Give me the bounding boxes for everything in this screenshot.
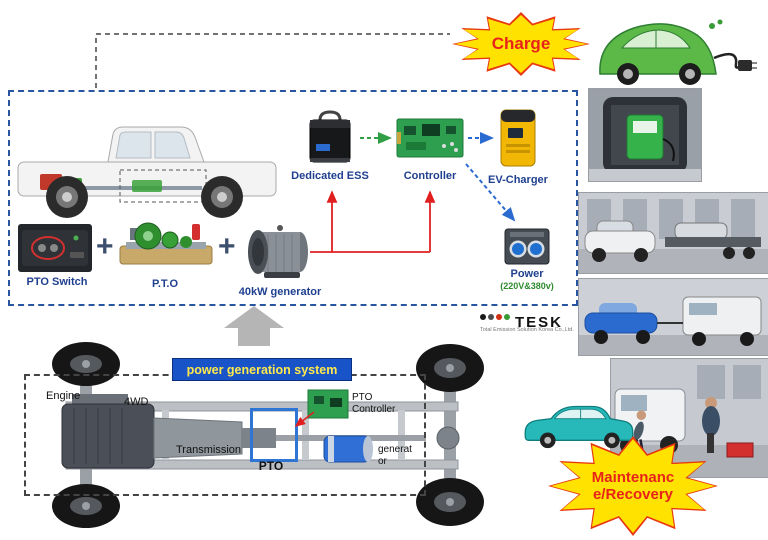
plug-icon bbox=[738, 60, 752, 71]
maintenance-burst-line2: e/Recovery bbox=[592, 486, 674, 503]
controller-pcb-image bbox=[396, 118, 464, 158]
up-block-arrow bbox=[224, 306, 284, 346]
pto-controller-label-line2: Controller bbox=[352, 404, 396, 415]
controller-label: Controller bbox=[403, 170, 457, 182]
generator-chassis-label-line1: generat bbox=[378, 444, 412, 455]
dashed-connector-to-charge bbox=[95, 33, 450, 88]
power-system-diagram-box bbox=[8, 90, 578, 306]
green-ev-car-illustration bbox=[599, 19, 757, 85]
pto-switch-label: PTO Switch bbox=[26, 276, 88, 288]
pto-unit-image bbox=[119, 222, 213, 265]
charging-cable bbox=[713, 52, 741, 69]
dedicated-ess-image bbox=[309, 110, 351, 163]
generator-chassis-label-line2: or bbox=[378, 456, 387, 467]
transmission-unit bbox=[153, 417, 243, 459]
ess-label: Dedicated ESS bbox=[291, 170, 369, 182]
generator-label: 40kW generator bbox=[238, 286, 322, 298]
photo-car-with-trailer bbox=[578, 192, 768, 274]
transmission-label: Transmission bbox=[176, 444, 241, 456]
charge-burst-label: Charge bbox=[491, 34, 551, 53]
photo-blue-car-charging bbox=[578, 278, 768, 356]
teal-car-illustration bbox=[524, 405, 647, 451]
ev-charger-image bbox=[500, 109, 536, 167]
photo-maintenance-work bbox=[610, 358, 768, 478]
generator-image bbox=[248, 225, 308, 278]
power-outlet-image bbox=[504, 228, 550, 265]
tesk-logo-tagline: Total Emission Solution Korea Co.,Ltd. bbox=[480, 327, 574, 333]
4wd-label: 4WD bbox=[124, 396, 149, 408]
pickup-truck-illustration bbox=[17, 126, 277, 218]
pto-controller-label-line1: PTO bbox=[352, 392, 373, 403]
pto-highlight-box bbox=[250, 408, 298, 462]
power-label: Power bbox=[510, 268, 544, 280]
power-voltage-label: (220V&380v) bbox=[500, 281, 554, 291]
pto-label: P.T.O bbox=[151, 278, 179, 290]
person-figure bbox=[636, 410, 647, 420]
tesk-logo-dots: TESK bbox=[480, 308, 574, 331]
tesk-logo: TESK Total Emission Solution Korea Co.,L… bbox=[480, 308, 574, 333]
power-generation-system-banner: power generation system bbox=[172, 358, 352, 381]
engine-label: Engine bbox=[46, 390, 81, 402]
plus-sign-1: + bbox=[96, 230, 114, 263]
ev-charger-label: EV-Charger bbox=[488, 174, 548, 186]
pto-chassis-label: PTO bbox=[258, 459, 284, 473]
charge-burst: Charge bbox=[452, 12, 590, 76]
plus-sign-2: + bbox=[218, 230, 236, 263]
photo-ev-charger-in-trunk bbox=[588, 88, 702, 182]
pto-switch-image bbox=[18, 224, 92, 272]
tesk-logo-text: TESK bbox=[515, 313, 564, 331]
maintenance-burst-line1: Maintenanc bbox=[591, 468, 675, 486]
